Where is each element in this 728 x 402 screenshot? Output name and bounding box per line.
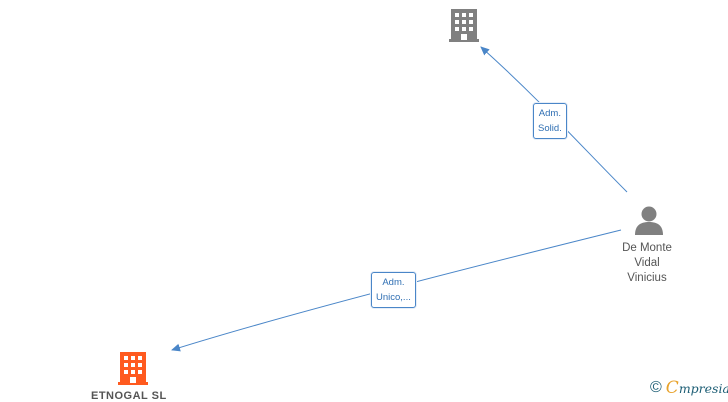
brand-wordmark: mpresia — [678, 380, 728, 396]
brand-logo: © C mpresia — [650, 378, 728, 398]
edge-label-line: Adm. — [538, 108, 561, 119]
person-name-line: Vinicius — [627, 272, 667, 284]
edge-label-line: Adm. — [382, 277, 405, 288]
building-icon[interactable] — [449, 9, 479, 42]
company-name[interactable]: ETNOGAL SL — [91, 390, 167, 402]
building-icon[interactable] — [118, 352, 148, 385]
copyright-icon: © — [650, 379, 662, 396]
brand-initial: C — [665, 378, 679, 398]
edge-label-line: Solid. — [538, 123, 562, 134]
person-name[interactable]: De Monte Vidal Vinicius — [602, 241, 692, 286]
person-name-line: De Monte — [622, 242, 672, 254]
person-name-line: Vidal — [634, 257, 660, 269]
edge-label-line: Unico,... — [376, 292, 411, 303]
edge-label-top[interactable]: Adm. Solid. — [533, 103, 567, 139]
person-icon[interactable] — [635, 206, 663, 236]
edge-label-bottom[interactable]: Adm. Unico,... — [371, 272, 416, 308]
